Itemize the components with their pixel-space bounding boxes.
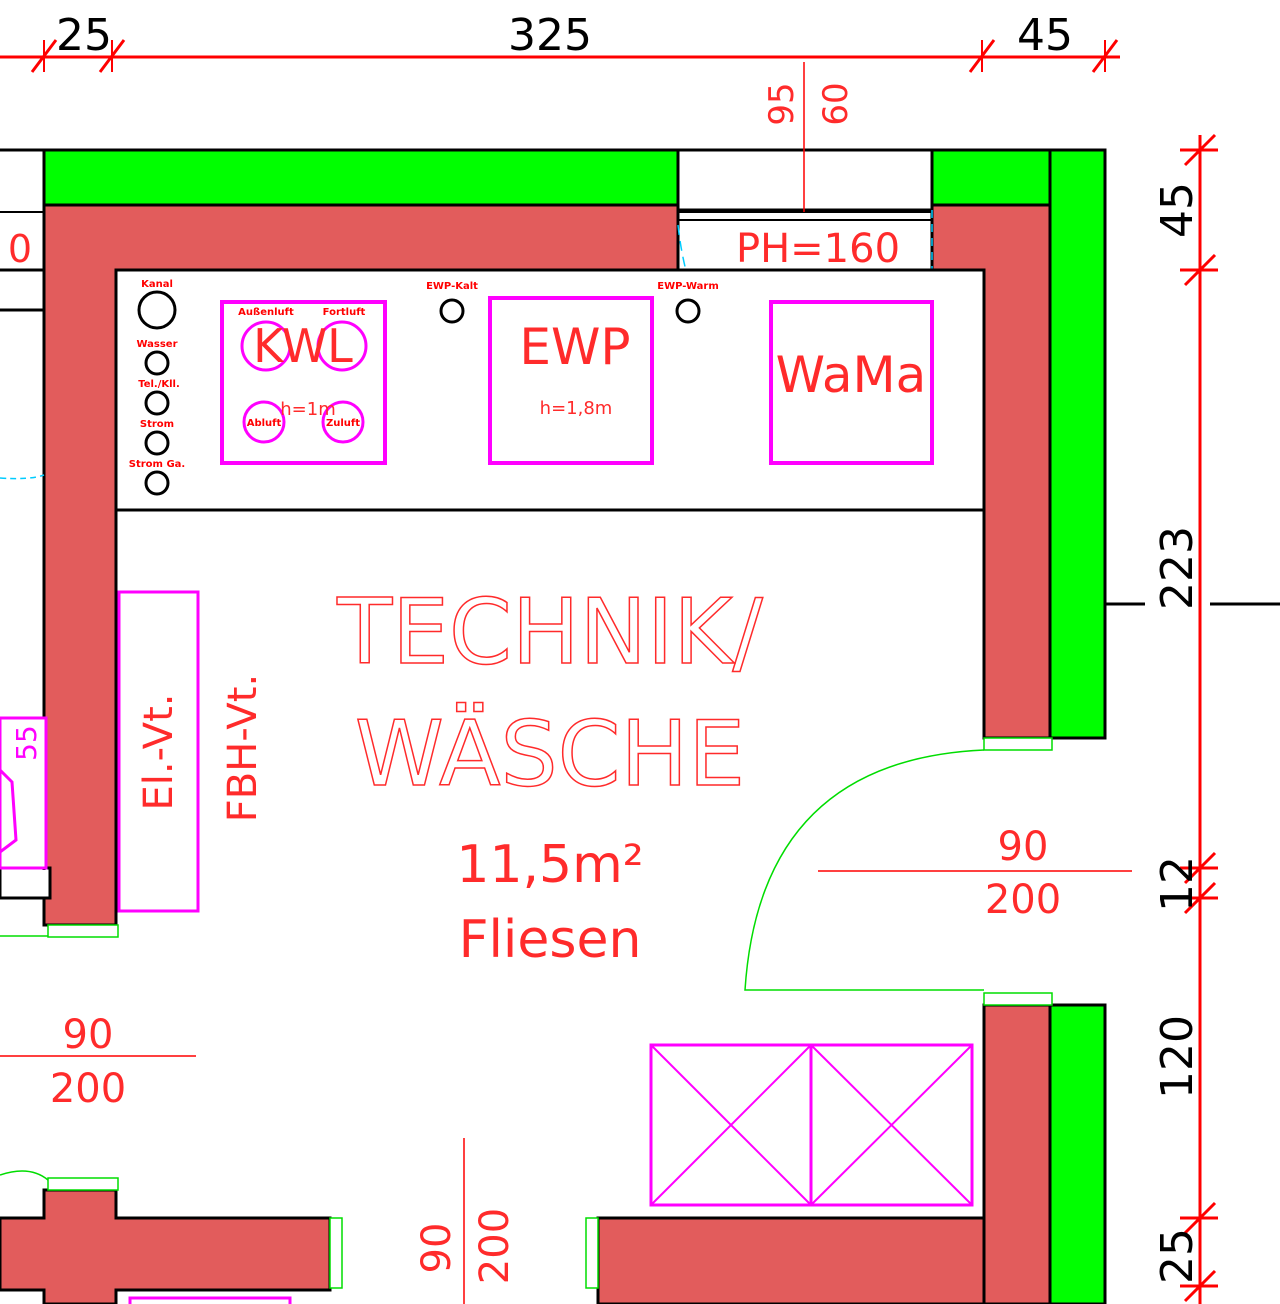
room-label: TECHNIK/ WÄSCHE 11,5m² Fliesen <box>335 579 764 970</box>
ewp-warm-label: EWP-Warm <box>657 281 719 292</box>
room-name-line1: TECHNIK/ <box>336 580 763 685</box>
door-left: 90 200 <box>0 924 196 1191</box>
ewp-label: EWP <box>519 318 630 376</box>
fortluft-label: Fortluft <box>323 307 366 318</box>
aussenluft-port-icon <box>240 320 292 372</box>
wama-label: WaMa <box>776 346 927 404</box>
shaft <box>649 1043 974 1207</box>
abluft-label: Abluft <box>247 418 282 429</box>
kanal-icon <box>137 290 177 330</box>
ewp-height: h=1,8m <box>540 398 613 419</box>
dim-right-12: 12 <box>1152 856 1203 912</box>
washing-machine: WaMa <box>769 300 934 465</box>
walls <box>0 203 1052 1304</box>
conn-label-strom-ga: Strom Ga. <box>129 459 185 470</box>
dim-right-45: 45 <box>1152 182 1203 238</box>
ewp-kalt-icon <box>439 298 465 324</box>
door-bottom-width: 90 <box>414 1223 460 1274</box>
door-left-width: 90 <box>63 1012 114 1058</box>
distribution-boards: El.-Vt. FBH-Vt. <box>117 590 266 913</box>
kwl-height: h=1m <box>280 399 335 420</box>
room-floor: Fliesen <box>459 910 642 970</box>
ewp-warm-icon <box>675 298 701 324</box>
kwl-label: KWL <box>253 319 353 373</box>
abluft-port-icon <box>242 400 286 444</box>
door-bottom-height: 200 <box>472 1208 518 1284</box>
left-partial-element: 55 <box>0 716 48 870</box>
room-area: 11,5m² <box>456 835 643 895</box>
room-name-line2: WÄSCHE <box>355 701 745 807</box>
ewp-kalt-label: EWP-Kalt <box>426 281 478 292</box>
wasser-icon <box>144 350 170 376</box>
zuluft-label: Zuluft <box>326 418 360 429</box>
door-right-width: 90 <box>998 824 1049 870</box>
fbh-vt-label: FBH-Vt. <box>220 674 266 822</box>
window-height-upper: 95 <box>762 82 802 125</box>
tel-icon <box>144 390 170 416</box>
conn-label-kanal: Kanal <box>141 279 173 290</box>
dim-top-325: 325 <box>508 10 592 61</box>
door-right: 90 200 <box>744 737 1132 1006</box>
right-dimension-line: 45 223 12 120 25 <box>1105 133 1280 1304</box>
strom-icon <box>144 430 170 456</box>
bottom-magenta-element <box>128 1296 292 1304</box>
top-dimension-line: 25 325 45 <box>0 10 1120 73</box>
ewp-pipes: EWP-Kalt EWP-Warm <box>426 281 719 324</box>
door-left-height: 200 <box>50 1066 126 1112</box>
dim-top-25: 25 <box>56 10 112 61</box>
partial-label: 0 <box>8 227 32 271</box>
door-right-height: 200 <box>985 877 1061 923</box>
left-partial-value: 55 <box>10 725 43 761</box>
conn-label-tel: Tel./Kll. <box>138 379 180 390</box>
dim-top-45: 45 <box>1017 10 1073 61</box>
insulation <box>42 148 1107 1304</box>
connections-column: Kanal Wasser Tel./Kll. Strom Strom Ga. <box>129 279 185 496</box>
window-top: 95 60 PH=160 <box>676 62 934 479</box>
conn-label-strom: Strom <box>140 419 174 430</box>
aussenluft-label: Außenluft <box>238 307 294 318</box>
parapet-height: PH=160 <box>736 226 900 272</box>
el-vt-label: El.-Vt. <box>136 694 182 811</box>
dim-right-223: 223 <box>1152 526 1203 610</box>
ewp-unit: EWP h=1,8m <box>488 296 654 465</box>
door-bottom: 90 200 <box>329 1138 599 1304</box>
strom-ga-icon <box>144 470 170 496</box>
window-height-lower: 60 <box>816 82 856 125</box>
fortluft-port-icon <box>316 320 368 372</box>
kwl-unit: KWL h=1m Außenluft Fortluft Abluft Zuluf… <box>220 300 387 465</box>
conn-label-wasser: Wasser <box>136 339 177 350</box>
zuluft-port-icon <box>321 400 365 444</box>
dim-right-120: 120 <box>1152 1015 1203 1099</box>
dim-right-25: 25 <box>1152 1228 1203 1284</box>
